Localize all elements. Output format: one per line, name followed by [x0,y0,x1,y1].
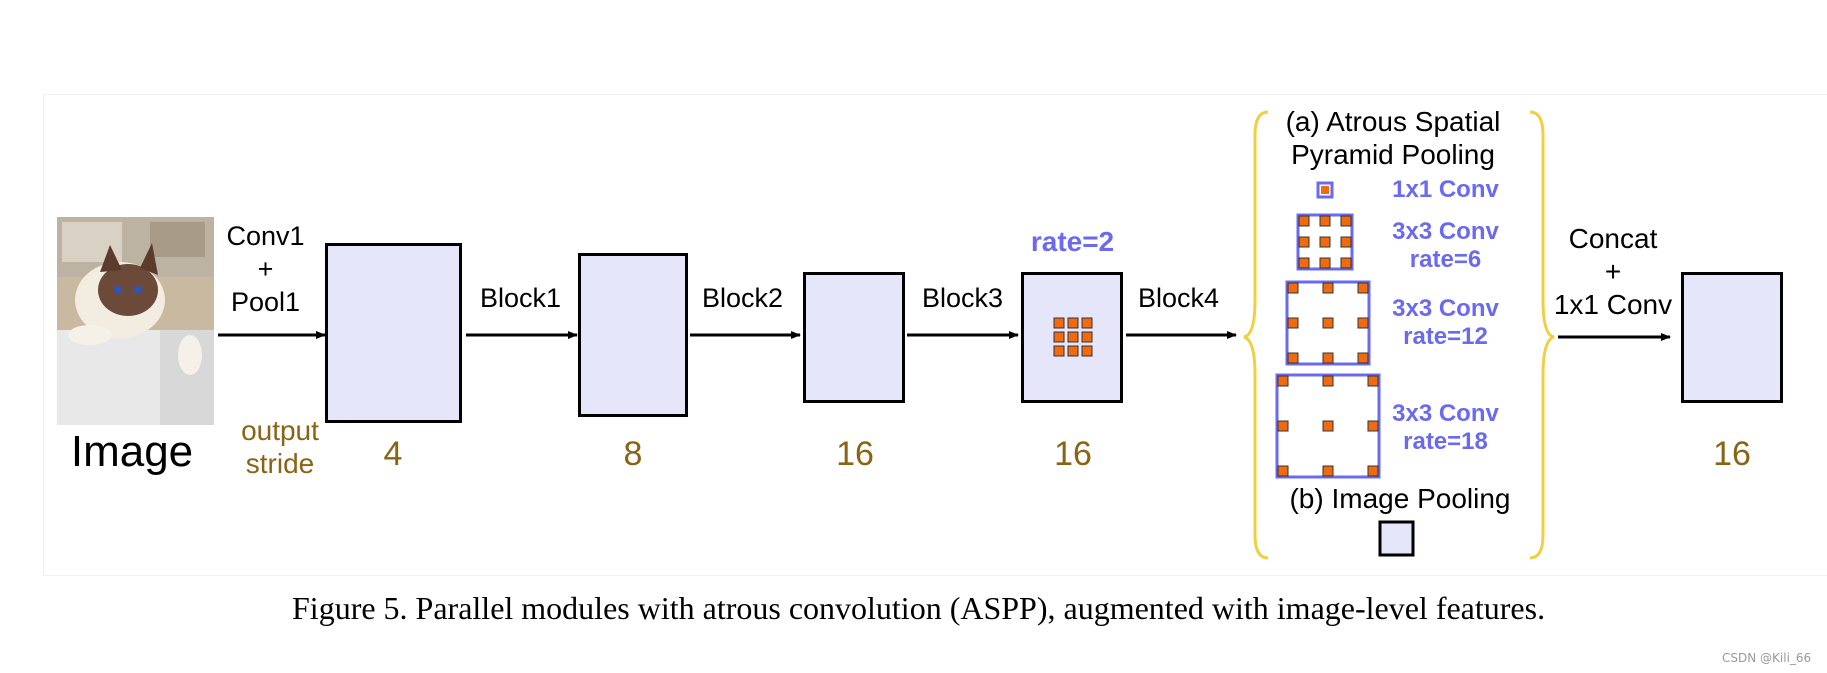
image-pooling-label: (b) Image Pooling [1289,483,1511,514]
left-brace [1243,110,1269,560]
kernel-1x1 [1316,181,1334,199]
kernel-tap [1277,375,1289,387]
stage-label-conv1: Conv1 + Pool1 [226,221,305,317]
aspp-title: (a) Atrous Spatial Pyramid Pooling [1285,106,1501,170]
aspp-branch-rate12: 3x3 Conv rate=12 [1392,295,1499,350]
kernel-tap [1319,236,1331,248]
feature-map-stride-16a [803,272,905,403]
kernel-tap [1287,282,1299,294]
stage-label-block1: Block1 [479,283,562,313]
kernel-tap [1081,317,1093,329]
kernel-tap [1322,375,1334,387]
feature-map-stride-8 [578,253,688,417]
stride-value-3: 16 [836,435,874,473]
watermark: CSDN @Kili_66 [1722,651,1812,665]
kernel-tap [1287,317,1299,329]
concat-label: Concat + 1x1 Conv [1553,223,1673,320]
stage-label-block3: Block3 [921,283,1004,313]
kernel-tap [1367,375,1379,387]
kernel-tap [1321,186,1329,194]
feature-map-stride-16b [1021,272,1123,403]
kernel-tap [1357,352,1369,364]
kernel-tap [1367,420,1379,432]
kernel-tap [1081,331,1093,343]
kernel-tap [1340,236,1352,248]
kernel-tap [1357,282,1369,294]
aspp-branch-rate6: 3x3 Conv rate=6 [1392,218,1499,273]
stage-label-block4: Block4 [1137,283,1220,313]
kernel-tap [1277,465,1289,477]
kernel-tap [1322,420,1334,432]
kernel-tap [1067,331,1079,343]
kernel-rate-6 [1296,213,1354,271]
kernel-tap [1319,215,1331,227]
kernel-tap [1067,317,1079,329]
stride-value-4: 16 [1054,435,1092,473]
image-label: Image [70,427,194,476]
right-brace [1529,110,1555,560]
kernel-rate-18 [1275,373,1381,479]
kernel-tap [1053,345,1065,357]
kernel-tap [1287,352,1299,364]
kernel-tap [1053,317,1065,329]
output-stride-label: output stride [241,415,319,479]
aspp-branch-rate18: 3x3 Conv rate=18 [1392,400,1499,455]
stride-value-final: 16 [1713,435,1751,473]
kernel-tap [1053,331,1065,343]
kernel-tap [1322,465,1334,477]
kernel-tap [1322,282,1334,294]
kernel-rate-12 [1285,280,1371,366]
kernel-tap [1298,215,1310,227]
kernel-tap [1340,257,1352,269]
kernel-tap [1067,345,1079,357]
kernel-tap [1322,317,1334,329]
stride-value-1: 4 [383,435,403,473]
stride-value-2: 8 [623,435,643,473]
rate-2-label: rate=2 [1030,226,1115,257]
kernel-tap [1298,236,1310,248]
kernel-frame [1296,213,1354,271]
kernel-tap [1277,420,1289,432]
figure-caption: Figure 5. Parallel modules with atrous c… [292,590,1546,626]
kernel-tap [1357,317,1369,329]
aspp-branch-1x1: 1x1 Conv [1392,176,1499,203]
kernel-frame [1285,280,1371,366]
kernel-frame [1275,373,1381,479]
kernel-rate-2 [1053,317,1093,357]
feature-map-output [1681,272,1783,403]
kernel-tap [1322,352,1334,364]
kernel-tap [1298,257,1310,269]
kernel-tap [1081,345,1093,357]
kernel-tap [1340,215,1352,227]
image-pooling-square [1378,520,1415,557]
kernel-tap [1367,465,1379,477]
kernel-tap [1319,257,1331,269]
stage-label-block2: Block2 [701,283,784,313]
feature-map-stride-4 [325,243,462,423]
cat-photo [57,217,214,425]
kernel-frame [1316,181,1334,199]
